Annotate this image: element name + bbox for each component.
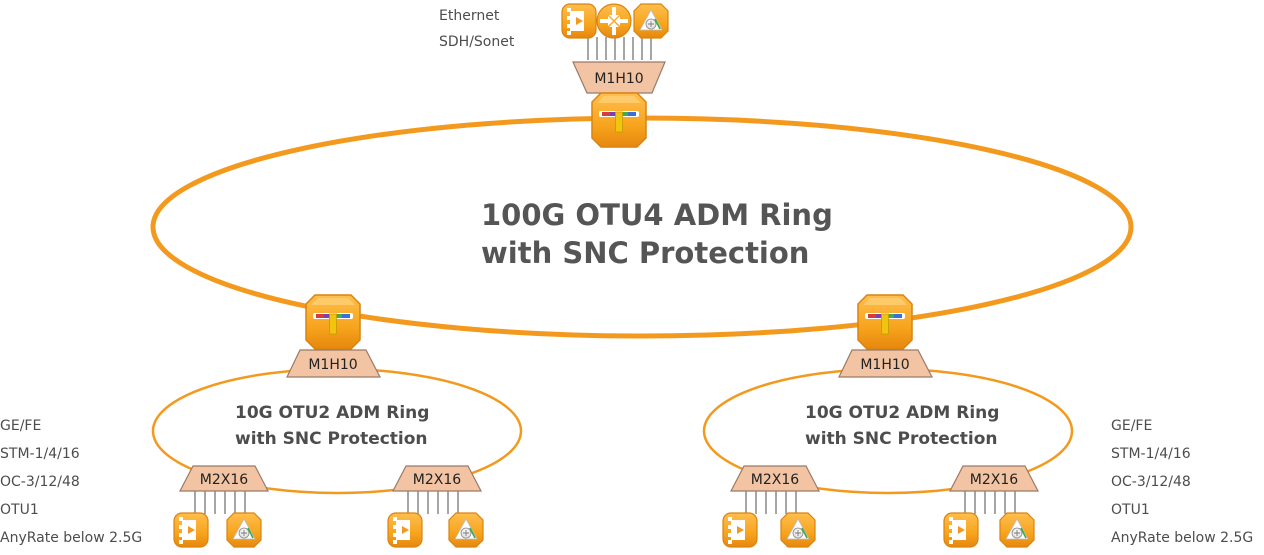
ethernet-port-icon bbox=[722, 512, 758, 548]
module-sub2-left-label: M2X16 bbox=[751, 472, 799, 488]
sdh-sonet-icon bbox=[633, 3, 669, 39]
top-adm-node-icon bbox=[591, 92, 647, 148]
left-hub-group: M1H10 bbox=[286, 294, 381, 378]
sub-ring-left-title-line1: 10G OTU2 ADM Ring bbox=[235, 403, 429, 423]
module-left-hub-shape bbox=[286, 349, 381, 378]
left-client-label: STM-1/4/16 bbox=[0, 446, 80, 462]
sub-ring-left-title-line2: with SNC Protection bbox=[235, 429, 428, 449]
module-top-shape bbox=[572, 61, 666, 94]
module-right-hub-shape bbox=[838, 349, 933, 378]
left-client-label: OTU1 bbox=[0, 502, 39, 518]
right-client-label: OC-3/12/48 bbox=[1111, 474, 1191, 490]
sub1-right-node-group: M2X16 bbox=[387, 465, 484, 548]
left-client-label: OC-3/12/48 bbox=[0, 474, 80, 490]
right-client-list: GE/FE STM-1/4/16 OC-3/12/48 OTU1 AnyRate… bbox=[1111, 418, 1253, 546]
module-sub1-right-shape bbox=[392, 465, 482, 492]
left-adm-node-icon bbox=[305, 294, 361, 350]
module-sub1-right-label: M2X16 bbox=[413, 472, 461, 488]
left-client-label: GE/FE bbox=[0, 418, 41, 434]
otn-switch-icon bbox=[999, 512, 1035, 548]
module-right-hub-label: M1H10 bbox=[860, 357, 909, 373]
right-client-label: GE/FE bbox=[1111, 418, 1152, 434]
top-client-label: Ethernet bbox=[439, 8, 500, 24]
module-sub2-right-shape bbox=[949, 465, 1039, 492]
sub2-right-node-group: M2X16 bbox=[943, 465, 1039, 548]
top-client-group: M1H10 bbox=[561, 3, 669, 148]
right-client-label: STM-1/4/16 bbox=[1111, 446, 1191, 462]
top-client-label: SDH/Sonet bbox=[439, 34, 515, 50]
sub2-left-node-group: M2X16 bbox=[722, 465, 820, 548]
otn-switch-icon bbox=[448, 512, 484, 548]
module-sub1-left-label: M2X16 bbox=[200, 472, 248, 488]
module-sub2-left-shape bbox=[730, 465, 820, 492]
module-sub2-right-label: M2X16 bbox=[970, 472, 1018, 488]
sub-ring-right-title-line2: with SNC Protection bbox=[805, 429, 998, 449]
right-hub-group: M1H10 bbox=[838, 294, 933, 378]
ethernet-port-icon bbox=[561, 3, 597, 39]
ethernet-port-icon bbox=[943, 512, 979, 548]
module-sub1-left-shape bbox=[179, 465, 269, 492]
left-client-list: GE/FE STM-1/4/16 OC-3/12/48 OTU1 AnyRate… bbox=[0, 418, 142, 546]
ethernet-port-icon bbox=[387, 512, 423, 548]
ethernet-port-icon bbox=[173, 512, 209, 548]
right-client-label: OTU1 bbox=[1111, 502, 1150, 518]
right-adm-node-icon bbox=[857, 294, 913, 350]
otn-switch-icon bbox=[226, 512, 262, 548]
otn-switch-icon bbox=[780, 512, 816, 548]
router-icon bbox=[596, 3, 632, 39]
left-client-label: AnyRate below 2.5G bbox=[0, 530, 142, 546]
sub-ring-right-title-line1: 10G OTU2 ADM Ring bbox=[805, 403, 999, 423]
module-left-hub-label: M1H10 bbox=[308, 357, 357, 373]
main-ring-title-line2: with SNC Protection bbox=[481, 236, 809, 270]
main-ring-title-line1: 100G OTU4 ADM Ring bbox=[481, 198, 833, 232]
right-client-label: AnyRate below 2.5G bbox=[1111, 530, 1253, 546]
sub1-left-node-group: M2X16 bbox=[173, 465, 269, 548]
module-top-label: M1H10 bbox=[594, 71, 643, 87]
